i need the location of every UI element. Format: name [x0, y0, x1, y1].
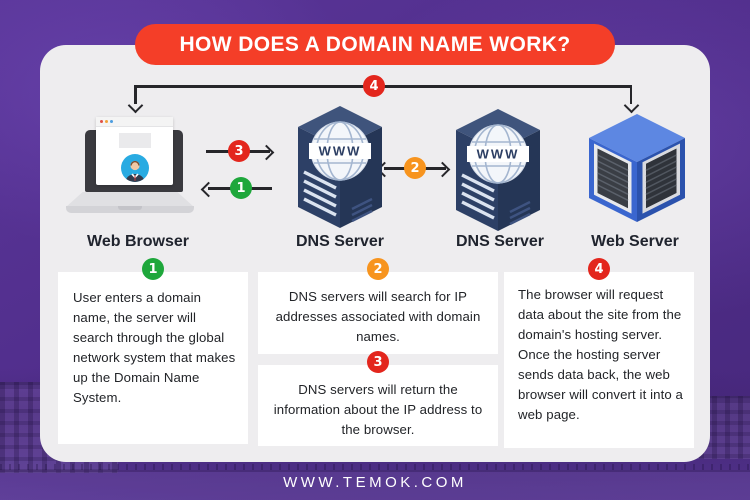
www-badge: WWW — [477, 147, 520, 162]
step-2-box: DNS servers will search for IP addresses… — [258, 272, 498, 354]
node-label-web-browser: Web Browser — [87, 233, 189, 250]
step-1-text: User enters a domain name, the server wi… — [73, 290, 236, 406]
arrow-3-badge: 3 — [228, 140, 250, 162]
website-footer: WWW.TEMOK.COM — [283, 474, 467, 491]
www-badge: WWW — [319, 144, 362, 159]
window-dot-red-icon — [100, 120, 103, 123]
web-browser-icon — [66, 114, 194, 214]
page-title: HOW DOES A DOMAIN NAME WORK? — [179, 32, 571, 56]
node-label-dns-server-1: DNS Server — [295, 233, 385, 250]
step-3-box: DNS servers will return the information … — [258, 365, 498, 446]
step-4-text: The browser will request data about the … — [518, 287, 683, 423]
step-3-badge: 3 — [367, 351, 389, 373]
laptop-notch — [118, 206, 142, 210]
background-street — [0, 470, 750, 500]
node-label-dns-server-2: DNS Server — [455, 233, 545, 250]
user-avatar-icon — [120, 154, 149, 182]
laptop-base — [66, 192, 194, 207]
arrow-1-badge: 1 — [230, 177, 252, 199]
step-2-badge: 2 — [367, 258, 389, 280]
dns-server-icon: WWW — [456, 109, 540, 231]
step-4-badge: 4 — [588, 258, 610, 280]
window-dot-blue-icon — [110, 120, 113, 123]
step-3-text: DNS servers will return the information … — [273, 382, 483, 438]
arrow-4-badge: 4 — [363, 75, 385, 97]
step-4-box: The browser will request data about the … — [504, 272, 694, 448]
web-server-icon — [589, 114, 685, 222]
step-1-badge: 1 — [142, 258, 164, 280]
browser-window — [96, 117, 173, 185]
arrow-4-drop-left — [134, 85, 137, 104]
arrow-4-drop-right — [629, 85, 632, 104]
avatar-svg — [120, 154, 149, 182]
page-placeholder — [118, 133, 151, 148]
title-banner: HOW DOES A DOMAIN NAME WORK? — [135, 24, 615, 65]
arrow-2-badge: 2 — [404, 157, 426, 179]
step-1-box: User enters a domain name, the server wi… — [58, 272, 248, 444]
laptop-base-bar — [66, 206, 194, 213]
window-dot-orange-icon — [105, 120, 108, 123]
background-fence — [0, 464, 750, 470]
dns-server-icon: WWW — [298, 106, 382, 228]
browser-titlebar — [96, 117, 173, 127]
step-2-text: DNS servers will search for IP addresses… — [275, 289, 481, 345]
node-label-web-server: Web Server — [591, 233, 679, 250]
